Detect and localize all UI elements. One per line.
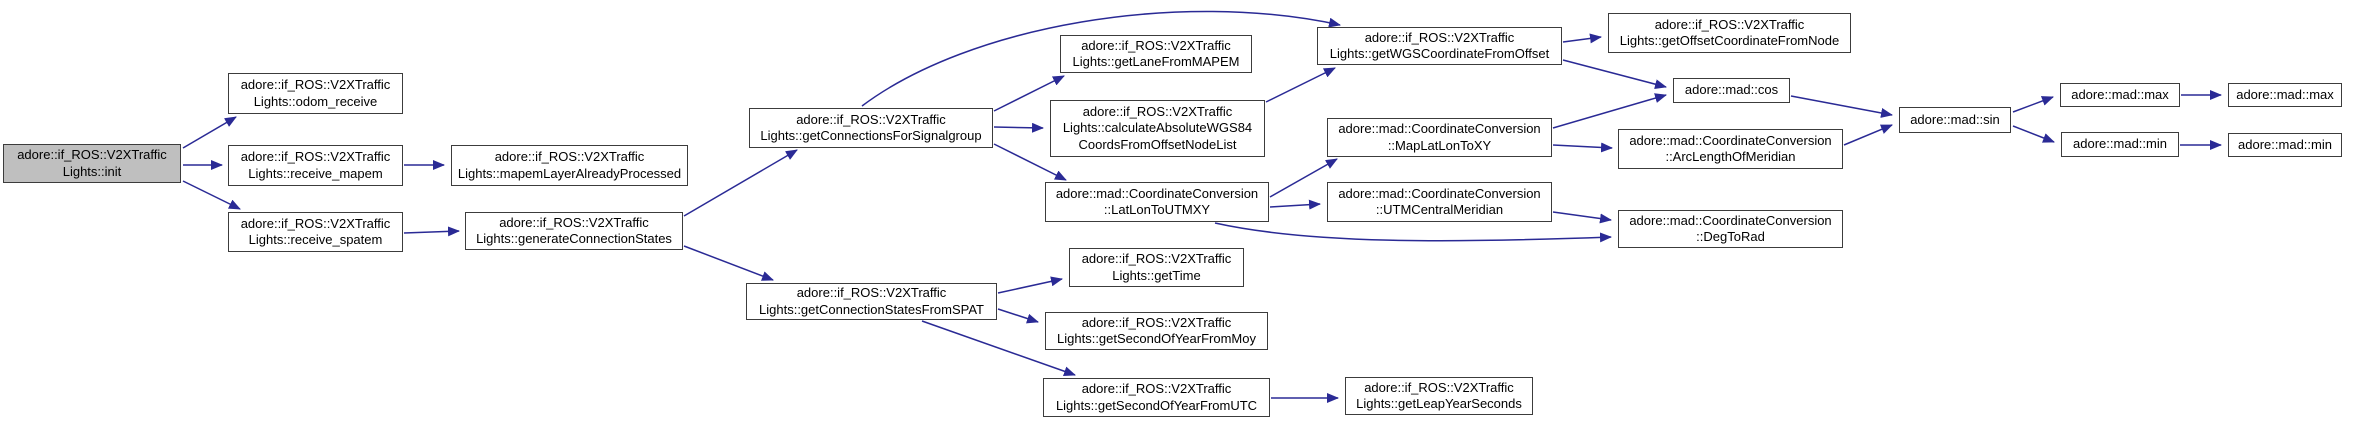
edge-get-connection-states-from-spat-to-get-second-of-year-from-utc bbox=[921, 320, 1076, 377]
node-utm-central-meridian[interactable]: adore::mad::CoordinateConversion ::UTMCe… bbox=[1327, 182, 1552, 222]
node-min-2[interactable]: adore::mad::min bbox=[2228, 133, 2342, 157]
edge-sin-to-max-1 bbox=[2012, 96, 2054, 113]
node-map-latlon-to-xy[interactable]: adore::mad::CoordinateConversion ::MapLa… bbox=[1327, 118, 1552, 157]
edge-get-wgs-coordinate-from-offset-to-get-offset-coordinate-from-node bbox=[1562, 33, 1602, 44]
node-latlon-to-utmxy[interactable]: adore::mad::CoordinateConversion ::LatLo… bbox=[1045, 182, 1269, 222]
edge-sin-to-min-1 bbox=[2012, 125, 2055, 143]
edge-get-connection-states-from-spat-to-get-second-of-year-from-moy bbox=[997, 308, 1039, 324]
edge-map-latlon-to-xy-to-cos bbox=[1552, 93, 1667, 129]
edge-calculate-absolute-wgs84-coords-to-get-wgs-coordinate-from-offset bbox=[1265, 67, 1336, 103]
node-deg-to-rad[interactable]: adore::mad::CoordinateConversion ::DegTo… bbox=[1618, 210, 1843, 248]
node-get-leap-year-seconds[interactable]: adore::if_ROS::V2XTraffic Lights::getLea… bbox=[1345, 377, 1533, 415]
node-odom-receive[interactable]: adore::if_ROS::V2XTraffic Lights::odom_r… bbox=[228, 73, 403, 114]
edge-get-connections-for-signalgroup-to-get-wgs-coordinate-from-offset bbox=[861, 10, 1341, 107]
edge-receive-spatem-to-generate-connection-states bbox=[403, 226, 460, 237]
node-get-connection-states-from-spat[interactable]: adore::if_ROS::V2XTraffic Lights::getCon… bbox=[746, 283, 997, 320]
edge-latlon-to-utmxy-to-utm-central-meridian bbox=[1269, 199, 1321, 210]
node-generate-connection-states[interactable]: adore::if_ROS::V2XTraffic Lights::genera… bbox=[465, 212, 683, 250]
node-get-lane-from-mapem[interactable]: adore::if_ROS::V2XTraffic Lights::getLan… bbox=[1060, 35, 1252, 73]
node-get-second-of-year-from-utc[interactable]: adore::if_ROS::V2XTraffic Lights::getSec… bbox=[1043, 378, 1270, 417]
edge-init-to-odom-receive bbox=[182, 116, 237, 149]
node-sin[interactable]: adore::mad::sin bbox=[1899, 107, 2011, 133]
node-mapem-layer-already-processed[interactable]: adore::if_ROS::V2XTraffic Lights::mapemL… bbox=[451, 145, 688, 186]
node-get-time[interactable]: adore::if_ROS::V2XTraffic Lights::getTim… bbox=[1069, 248, 1244, 287]
edge-init-to-receive-spatem bbox=[182, 180, 241, 210]
node-min-1[interactable]: adore::mad::min bbox=[2061, 132, 2179, 157]
node-receive-spatem[interactable]: adore::if_ROS::V2XTraffic Lights::receiv… bbox=[228, 212, 403, 252]
node-max-2[interactable]: adore::mad::max bbox=[2228, 83, 2342, 107]
edge-utm-central-meridian-to-deg-to-rad bbox=[1552, 211, 1612, 224]
edge-get-connections-for-signalgroup-to-get-lane-from-mapem bbox=[993, 75, 1065, 112]
node-get-second-of-year-from-moy[interactable]: adore::if_ROS::V2XTraffic Lights::getSec… bbox=[1045, 312, 1268, 350]
edge-get-connections-for-signalgroup-to-calculate-absolute-wgs84-coords bbox=[993, 122, 1044, 133]
node-max-1[interactable]: adore::mad::max bbox=[2060, 83, 2180, 107]
edge-arc-length-of-meridian-to-sin bbox=[1843, 124, 1893, 146]
node-arc-length-of-meridian[interactable]: adore::mad::CoordinateConversion ::ArcLe… bbox=[1618, 129, 1843, 169]
edge-get-connection-states-from-spat-to-get-time bbox=[997, 276, 1063, 294]
edge-cos-to-sin bbox=[1790, 95, 1893, 118]
node-calculate-absolute-wgs84-coords[interactable]: adore::if_ROS::V2XTraffic Lights::calcul… bbox=[1050, 100, 1265, 157]
edge-generate-connection-states-to-get-connections-for-signalgroup bbox=[683, 149, 798, 217]
edge-get-connections-for-signalgroup-to-latlon-to-utmxy bbox=[993, 143, 1067, 181]
node-get-connections-for-signalgroup[interactable]: adore::if_ROS::V2XTraffic Lights::getCon… bbox=[749, 108, 993, 148]
edge-map-latlon-to-xy-to-arc-length-of-meridian bbox=[1552, 142, 1613, 153]
node-init[interactable]: adore::if_ROS::V2XTraffic Lights::init bbox=[3, 144, 181, 183]
node-get-offset-coordinate-from-node[interactable]: adore::if_ROS::V2XTraffic Lights::getOff… bbox=[1608, 13, 1851, 53]
edge-latlon-to-utmxy-to-map-latlon-to-xy bbox=[1269, 158, 1338, 198]
edge-get-wgs-coordinate-from-offset-to-cos bbox=[1562, 59, 1667, 90]
node-get-wgs-coordinate-from-offset[interactable]: adore::if_ROS::V2XTraffic Lights::getWGS… bbox=[1317, 27, 1562, 65]
node-cos[interactable]: adore::mad::cos bbox=[1673, 78, 1790, 103]
edge-generate-connection-states-to-get-connection-states-from-spat bbox=[683, 245, 774, 281]
edge-latlon-to-utmxy-to-deg-to-rad bbox=[1214, 222, 1612, 243]
node-receive-mapem[interactable]: adore::if_ROS::V2XTraffic Lights::receiv… bbox=[228, 145, 403, 186]
